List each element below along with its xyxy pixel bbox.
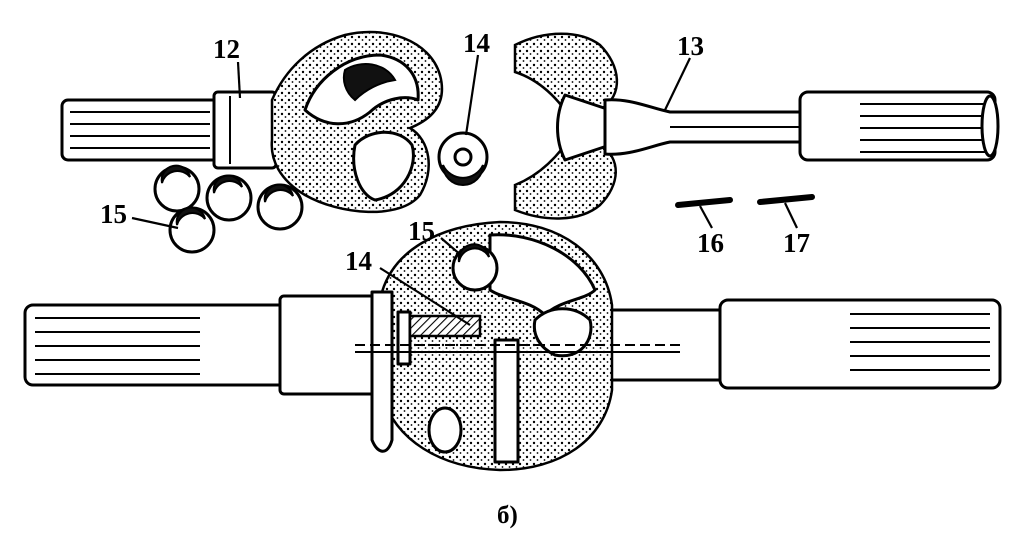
fork-12-lower-lobe	[352, 130, 415, 202]
leader-17	[784, 202, 798, 229]
ball-15	[256, 183, 304, 231]
shaft-13-splined-end	[798, 90, 997, 162]
label-15-assembly: 15	[408, 216, 435, 246]
left-shaft-splines	[35, 317, 200, 375]
center-ball-14	[437, 131, 489, 186]
assembled-joint	[23, 220, 1002, 472]
leader-15-assembly	[440, 237, 463, 257]
fork-13-web	[556, 93, 612, 162]
leader-15-top	[131, 216, 179, 230]
center-ball-14-section	[408, 314, 482, 338]
label-14-assembly: 14	[345, 246, 372, 276]
fork-13-upper-arm	[513, 32, 619, 127]
pin-17	[757, 194, 815, 205]
shaft-13-splines	[860, 103, 985, 153]
ball-15	[153, 165, 201, 213]
shaft-12-splines	[70, 111, 210, 149]
label-16: 16	[697, 228, 724, 258]
leader-12	[236, 61, 242, 99]
shaft-12-collar	[212, 90, 278, 170]
ball-15	[205, 174, 253, 222]
label-17: 17	[783, 228, 810, 258]
leader-13	[664, 57, 691, 111]
leader-14-top	[464, 54, 480, 136]
balls-15	[153, 164, 304, 254]
shaft-12-splined-end	[60, 98, 224, 162]
label-14-top: 14	[463, 28, 490, 58]
label-15-top: 15	[100, 199, 127, 229]
fork-blade	[493, 338, 520, 464]
pin-16	[675, 197, 733, 208]
ball-15	[168, 206, 216, 254]
leader-16	[699, 205, 713, 229]
leader-14-assembly	[379, 267, 471, 326]
label-12: 12	[213, 34, 240, 64]
shaft-13-assembly	[513, 32, 1000, 220]
right-shaft-splines	[850, 313, 990, 371]
label-13: 13	[677, 31, 704, 61]
figure-caption: б)	[497, 502, 518, 529]
cutaway-bracket	[370, 290, 394, 453]
shaft-12-assembly	[60, 30, 443, 214]
pin-section	[396, 310, 412, 366]
